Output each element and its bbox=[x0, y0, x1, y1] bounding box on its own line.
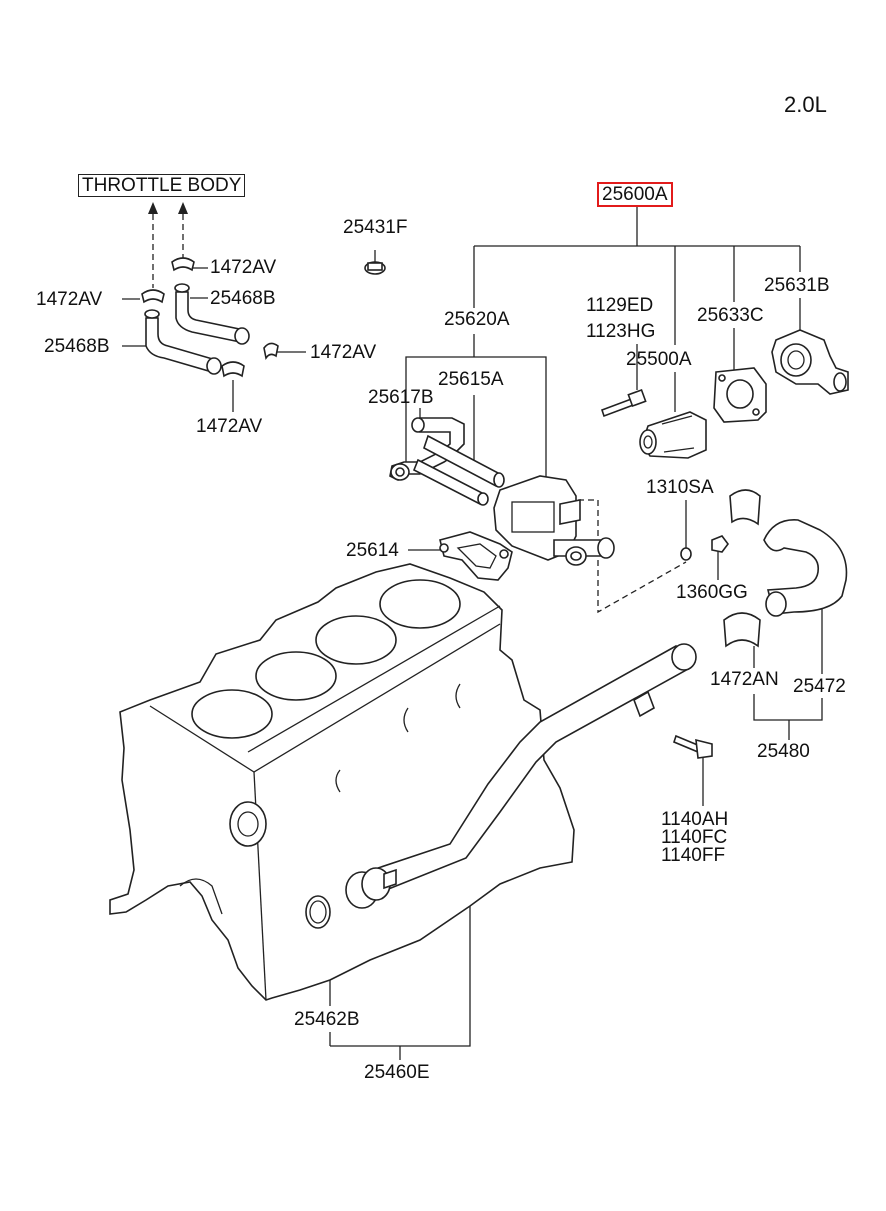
engine-tag: 2.0L bbox=[784, 92, 827, 117]
nuts bbox=[680, 535, 729, 561]
leader-lines bbox=[122, 202, 823, 1060]
part-25633C[interactable]: 25633C bbox=[697, 305, 764, 326]
part-25617B[interactable]: 25617B bbox=[368, 387, 434, 408]
part-25480[interactable]: 25480 bbox=[757, 741, 810, 762]
part-1140FC[interactable]: 1140FC bbox=[661, 827, 728, 848]
part-1140AH[interactable]: 1140AH bbox=[661, 809, 729, 830]
thermostat-25500A bbox=[639, 411, 707, 459]
part-1123HG[interactable]: 1123HG bbox=[586, 321, 656, 342]
part-25462B[interactable]: 25462B bbox=[294, 1009, 360, 1030]
part-1472AV-bottom[interactable]: 1472AV bbox=[196, 416, 263, 437]
part-1360GG[interactable]: 1360GG bbox=[676, 582, 748, 603]
outlet-25631B bbox=[771, 329, 849, 395]
water-pipes bbox=[389, 417, 505, 506]
hose-clips bbox=[141, 257, 279, 378]
engine-block bbox=[109, 563, 575, 1001]
part-1140FF[interactable]: 1140FF bbox=[661, 845, 726, 866]
part-1310SA[interactable]: 1310SA bbox=[646, 477, 714, 498]
thermostat-housing bbox=[493, 475, 615, 566]
part-25614[interactable]: 25614 bbox=[346, 540, 399, 561]
plug-25431F bbox=[364, 261, 386, 275]
part-25460E[interactable]: 25460E bbox=[364, 1062, 430, 1083]
part-25468B-upper[interactable]: 25468B bbox=[210, 288, 276, 309]
part-1472AN[interactable]: 1472AN bbox=[710, 669, 779, 690]
part-25468B-lower[interactable]: 25468B bbox=[44, 336, 110, 357]
bolt-1129ED bbox=[600, 388, 647, 418]
part-25431F[interactable]: 25431F bbox=[343, 217, 408, 238]
part-25472[interactable]: 25472 bbox=[793, 676, 846, 697]
gasket-25614 bbox=[439, 531, 513, 581]
part-1472AV-left[interactable]: 1472AV bbox=[36, 289, 103, 310]
part-1472AV-top[interactable]: 1472AV bbox=[210, 257, 277, 278]
throttle-hoses bbox=[144, 283, 250, 375]
assembly-label-25600A[interactable]: 25600A bbox=[597, 182, 673, 207]
radiator-hose bbox=[723, 489, 848, 648]
throttle-body-label: THROTTLE BODY bbox=[78, 174, 246, 197]
water-pipe-25460E bbox=[305, 643, 697, 929]
bolt-1140AH bbox=[673, 734, 713, 759]
part-25631B[interactable]: 25631B bbox=[764, 275, 830, 296]
part-25500A[interactable]: 25500A bbox=[626, 349, 692, 370]
part-1472AV-right[interactable]: 1472AV bbox=[310, 342, 377, 363]
gasket-25633C bbox=[713, 367, 767, 423]
part-1129ED[interactable]: 1129ED bbox=[586, 295, 654, 316]
part-25620A[interactable]: 25620A bbox=[444, 309, 510, 330]
part-25615A[interactable]: 25615A bbox=[438, 369, 504, 390]
